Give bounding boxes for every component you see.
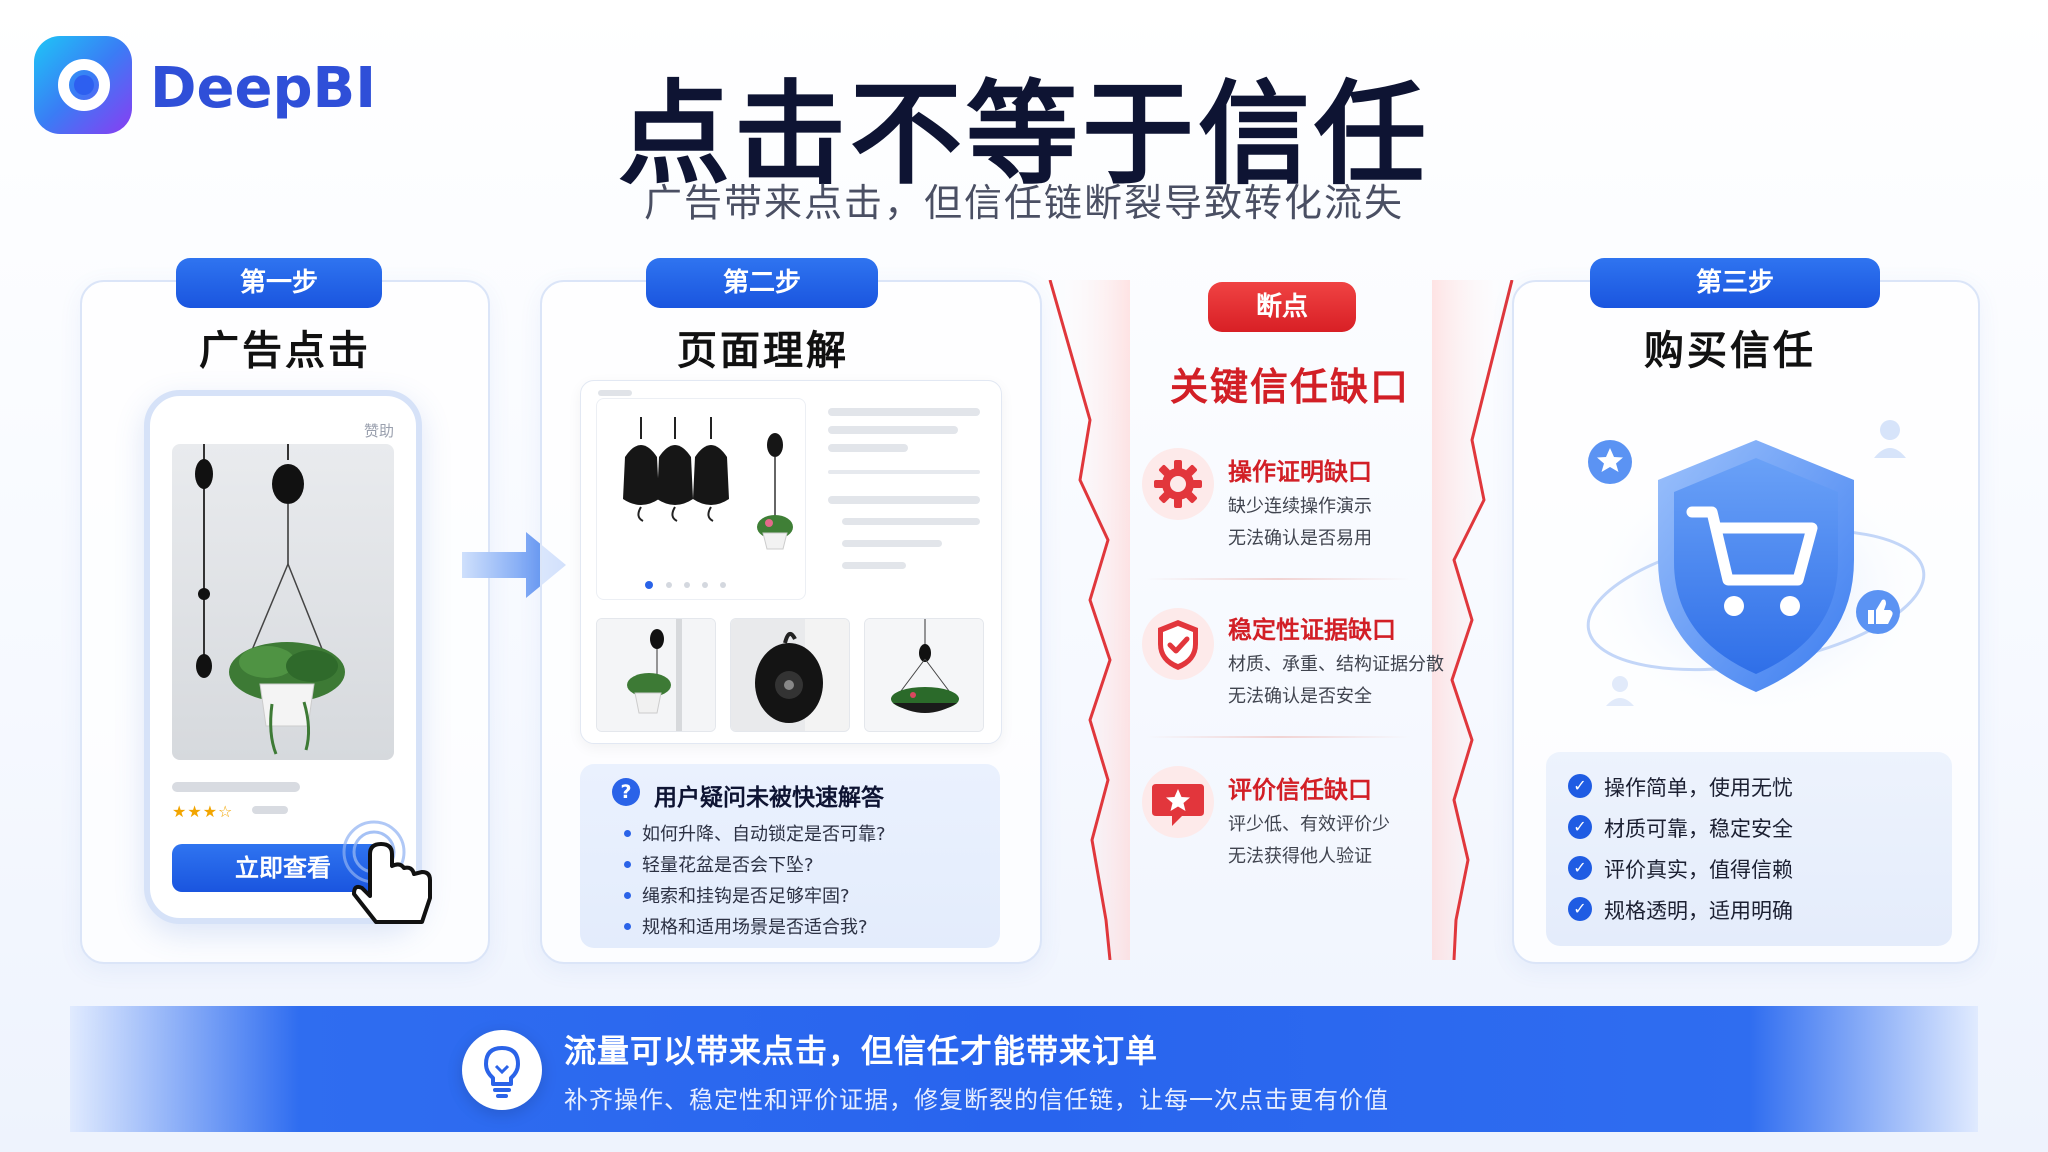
breakpoint-title: 关键信任缺口	[1169, 365, 1410, 409]
banner-title: 流量可以带来点击，但信任才能带来订单	[564, 1032, 1159, 1070]
gap-line: 无法确认是否易用	[1228, 528, 1372, 549]
ad-tag: 赞助	[364, 422, 395, 440]
gear-icon	[1142, 448, 1214, 520]
title-placeholder-bar	[172, 782, 300, 792]
gap-line: 无法确认是否安全	[1228, 686, 1372, 707]
listing-thumb	[730, 618, 850, 732]
gap-divider	[1146, 578, 1410, 580]
gap-title: 操作证明缺口	[1228, 458, 1372, 486]
step2-title: 页面理解	[677, 328, 849, 374]
page-subtitle: 广告带来点击，但信任链断裂导致转化流失	[643, 181, 1404, 225]
question-item: 规格和适用场景是否适合我?	[642, 917, 868, 938]
user-questions-box	[580, 764, 1000, 948]
listing-divider	[828, 470, 980, 474]
question-item: 轻量花盆是否会下坠?	[642, 855, 814, 876]
bullet	[624, 830, 631, 837]
breakpoint-badge: 断点	[1208, 282, 1356, 332]
listing-text-bar	[828, 426, 958, 434]
listing-text-bar	[828, 408, 980, 416]
questions-title: 用户疑问未被快速解答	[654, 785, 884, 811]
listing-thumb	[864, 618, 984, 732]
trust-benefits-box	[1546, 752, 1952, 946]
step1-title: 广告点击	[199, 328, 371, 374]
check-icon: ✓	[1568, 815, 1592, 839]
step3-title: 购买信任	[1644, 328, 1816, 374]
benefit-item: 材质可靠，稳定安全	[1604, 817, 1793, 841]
star-chat-icon	[1142, 766, 1214, 838]
tap-hand-icon	[340, 818, 460, 942]
logo-ring	[58, 59, 110, 111]
listing-thumb	[596, 618, 716, 732]
step1-badge: 第一步	[176, 258, 382, 308]
listing-text-bar	[828, 496, 980, 504]
shield-check-icon	[1142, 608, 1214, 680]
gap-line: 评少低、有效评价少	[1228, 814, 1390, 835]
brand-name: DeepBI	[150, 56, 377, 121]
banner-subtitle: 补齐操作、稳定性和评价证据，修复断裂的信任链，让每一次点击更有价值	[564, 1086, 1389, 1114]
check-icon: ✓	[1568, 856, 1592, 880]
benefit-item: 操作简单，使用无忧	[1604, 776, 1793, 800]
step3-badge: 第三步	[1590, 258, 1880, 308]
gap-line: 无法获得他人验证	[1228, 846, 1372, 867]
bullet	[624, 861, 631, 868]
break-crack-right	[1432, 279, 1532, 964]
page-title: 点击不等于信任	[618, 70, 1430, 200]
view-now-button[interactable]: 立即查看	[172, 844, 394, 892]
benefit-item: 规格透明，适用明确	[1604, 899, 1793, 923]
bullet	[624, 923, 631, 930]
check-icon: ✓	[1568, 774, 1592, 798]
listing-bullet-bar	[842, 518, 980, 525]
logo-dot	[74, 75, 94, 95]
gap-line: 缺少连续操作演示	[1228, 496, 1372, 517]
gap-title: 评价信任缺口	[1228, 776, 1372, 804]
question-icon: ?	[612, 778, 640, 806]
listing-main-image	[596, 398, 806, 600]
listing-tag-bar	[598, 390, 632, 396]
rating-count-bar	[252, 806, 288, 814]
break-crack-left	[1030, 279, 1130, 964]
rating-stars-icon: ★★★☆	[172, 802, 234, 821]
question-item: 如何升降、自动锁定是否可靠?	[642, 824, 886, 845]
listing-text-bar	[828, 444, 908, 452]
listing-bullet-bar	[842, 562, 906, 569]
product-image	[172, 444, 394, 760]
question-item: 绳索和挂钩是否足够牢固?	[642, 886, 850, 907]
bullet	[624, 892, 631, 899]
gap-title: 稳定性证据缺口	[1228, 616, 1396, 644]
check-icon: ✓	[1568, 897, 1592, 921]
benefit-item: 评价真实，值得信赖	[1604, 858, 1793, 882]
listing-bullet-bar	[842, 540, 942, 547]
shield-cart-icon	[1572, 410, 1942, 734]
lightbulb-icon	[462, 1030, 542, 1110]
gap-divider	[1146, 736, 1410, 738]
bottom-banner	[70, 1006, 1978, 1132]
step2-badge: 第二步	[646, 258, 878, 308]
gap-line: 材质、承重、结构证据分散	[1228, 654, 1444, 675]
